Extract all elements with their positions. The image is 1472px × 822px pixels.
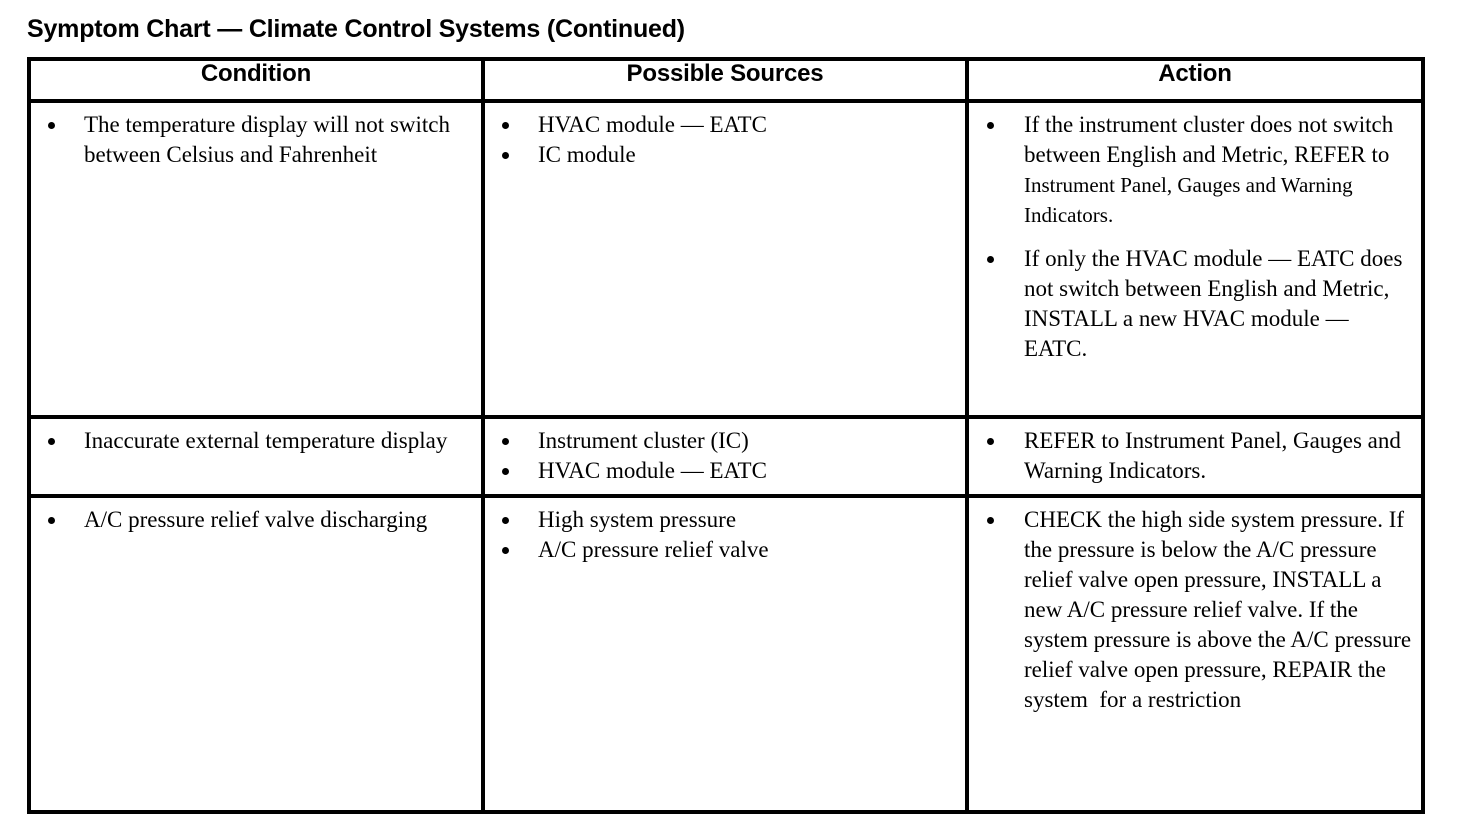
bullet-icon: [987, 438, 994, 445]
list-item-label: IC module: [538, 142, 636, 167]
table-row: A/C pressure relief valve discharging Hi…: [27, 494, 1425, 812]
table-header: Condition Possible Sources Action: [27, 59, 1425, 103]
list-item: A/C pressure relief valve: [485, 535, 959, 565]
bullet-icon: [48, 122, 55, 129]
list-item-label: If the instrument cluster does not switc…: [1024, 112, 1394, 167]
list-item-label: High system pressure: [538, 507, 737, 532]
list-item: HVAC module — EATC: [485, 456, 959, 486]
list-item: CHECK the high side system pressure. If …: [969, 505, 1415, 715]
bullet-icon: [987, 256, 994, 263]
list-item-label: HVAC module — EATC: [538, 458, 767, 483]
cell-action: REFER to Instrument Panel, Gauges and Wa…: [965, 415, 1425, 496]
bullet-icon: [502, 517, 509, 524]
column-header-action: Action: [965, 59, 1425, 103]
list-item: IC module: [485, 140, 959, 170]
sources-list: High system pressure A/C pressure relief…: [485, 498, 965, 573]
sources-list: HVAC module — EATC IC module: [485, 103, 965, 178]
list-item: If the instrument cluster does not switc…: [969, 110, 1415, 230]
condition-list: The temperature display will not switch …: [31, 103, 481, 178]
list-item: High system pressure: [485, 505, 959, 535]
table-body: The temperature display will not switch …: [27, 101, 1425, 812]
list-item-label: A/C pressure relief valve: [538, 537, 769, 562]
column-header-possible-sources: Possible Sources: [481, 59, 969, 103]
column-header-condition: Condition: [27, 59, 485, 103]
list-item: REFER to Instrument Panel, Gauges and Wa…: [969, 426, 1415, 486]
action-list: REFER to Instrument Panel, Gauges and Wa…: [969, 419, 1421, 494]
cell-possible-sources: HVAC module — EATC IC module: [481, 101, 969, 417]
list-item-label: Instrument cluster (IC): [538, 428, 749, 453]
bullet-icon: [987, 122, 994, 129]
condition-list: A/C pressure relief valve discharging: [31, 498, 481, 543]
list-item-label: A/C pressure relief valve discharging: [84, 507, 428, 532]
list-item: A/C pressure relief valve discharging: [31, 505, 475, 535]
cell-possible-sources: Instrument cluster (IC) HVAC module — EA…: [481, 415, 969, 496]
cell-action: CHECK the high side system pressure. If …: [965, 494, 1425, 812]
bullet-icon: [502, 438, 509, 445]
list-item: HVAC module — EATC: [485, 110, 959, 140]
list-item-label: If only the HVAC module — EATC does not …: [1024, 246, 1403, 361]
list-item: If only the HVAC module — EATC does not …: [969, 244, 1415, 364]
cell-condition: The temperature display will not switch …: [27, 101, 485, 417]
table-row: Inaccurate external temperature display …: [27, 415, 1425, 496]
cell-action: If the instrument cluster does not switc…: [965, 101, 1425, 417]
bullet-icon: [502, 152, 509, 159]
list-item-label: HVAC module — EATC: [538, 112, 767, 137]
list-item: The temperature display will not switch …: [31, 110, 475, 170]
cell-condition: Inaccurate external temperature display: [27, 415, 485, 496]
bullet-icon: [987, 517, 994, 524]
bullet-icon: [48, 438, 55, 445]
condition-list: Inaccurate external temperature display: [31, 419, 481, 464]
table-header-row: Condition Possible Sources Action: [27, 59, 1425, 103]
list-item: Instrument cluster (IC): [485, 426, 959, 456]
list-item-label: Inaccurate external temperature display: [84, 428, 448, 453]
list-item-label: REFER to Instrument Panel, Gauges and Wa…: [1024, 428, 1401, 483]
bullet-icon: [48, 517, 55, 524]
page-title: Symptom Chart — Climate Control Systems …: [27, 15, 685, 43]
cell-possible-sources: High system pressure A/C pressure relief…: [481, 494, 969, 812]
bullet-icon: [502, 122, 509, 129]
table-row: The temperature display will not switch …: [27, 101, 1425, 417]
bullet-icon: [502, 547, 509, 554]
bullet-icon: [502, 468, 509, 475]
symptom-chart-table: Condition Possible Sources Action The te…: [27, 57, 1425, 814]
cell-condition: A/C pressure relief valve discharging: [27, 494, 485, 812]
cross-reference-label: Instrument Panel, Gauges and Warning Ind…: [1024, 173, 1353, 227]
action-list: If the instrument cluster does not switc…: [969, 103, 1421, 372]
list-item-label: The temperature display will not switch …: [84, 112, 450, 167]
action-list: CHECK the high side system pressure. If …: [969, 498, 1421, 723]
list-item: Inaccurate external temperature display: [31, 426, 475, 456]
list-item-label: CHECK the high side system pressure. If …: [1024, 507, 1417, 712]
sources-list: Instrument cluster (IC) HVAC module — EA…: [485, 419, 965, 494]
